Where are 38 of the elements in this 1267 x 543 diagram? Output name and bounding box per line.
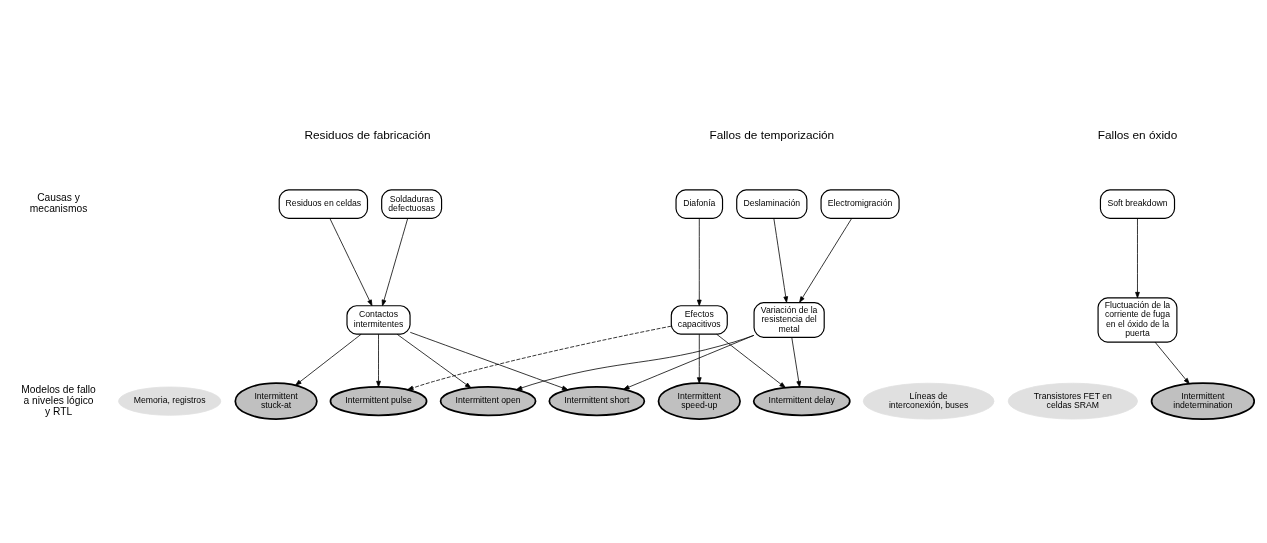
- node-ellipse: Intermittent speed-up: [657, 382, 741, 420]
- arrow: [396, 333, 472, 389]
- arrow: [791, 337, 802, 388]
- arrow: [381, 218, 409, 307]
- node-box: Efectos capacitivos: [670, 305, 728, 335]
- arrow: [696, 218, 702, 307]
- node-ellipse: Líneas de interconexión, buses: [862, 382, 995, 420]
- arrow: [515, 334, 755, 391]
- node-box: Fluctuación de la corriente de fuga en el óxido de la puerta: [1097, 297, 1178, 343]
- arrow: [716, 333, 786, 388]
- node-ellipse: Intermittent delay: [752, 386, 851, 417]
- node-box: Variación de la resistencia del metal: [753, 302, 825, 338]
- node-ellipse: Transistores FET en celdas SRAM: [1007, 382, 1138, 420]
- arrow: [295, 333, 362, 386]
- node-box: Soft breakdown: [1099, 189, 1176, 219]
- arrow: [329, 218, 373, 307]
- arrow: [409, 331, 569, 391]
- label: Fallos de temporización: [709, 128, 835, 143]
- node-box: Diafonía: [675, 189, 724, 219]
- node-ellipse: Memoria, registros: [118, 386, 222, 416]
- arrow: [773, 218, 789, 303]
- arrow: [1135, 218, 1140, 299]
- node-box: Residuos en celdas: [278, 189, 369, 219]
- label: Fallos en óxido: [1097, 128, 1178, 143]
- arrow: [1154, 341, 1190, 385]
- label: Causas y mecanismos: [29, 192, 88, 215]
- node-ellipse: Intermittent indetermination: [1150, 382, 1256, 420]
- arrow: [407, 325, 672, 391]
- node-box: Soldaduras defectuosas: [381, 189, 443, 219]
- arrow: [376, 333, 381, 388]
- arrow: [799, 218, 853, 303]
- arrow: [696, 333, 702, 384]
- node-box: Electromigración: [820, 189, 900, 219]
- label: Modelos de fallo a niveles lógico y RTL: [21, 383, 96, 417]
- node-box: Contactos intermitentes: [346, 305, 411, 335]
- node-box: Deslaminación: [736, 189, 808, 219]
- node-ellipse: Intermittent stuck-at: [234, 382, 318, 420]
- label: Residuos de fabricación: [304, 128, 431, 143]
